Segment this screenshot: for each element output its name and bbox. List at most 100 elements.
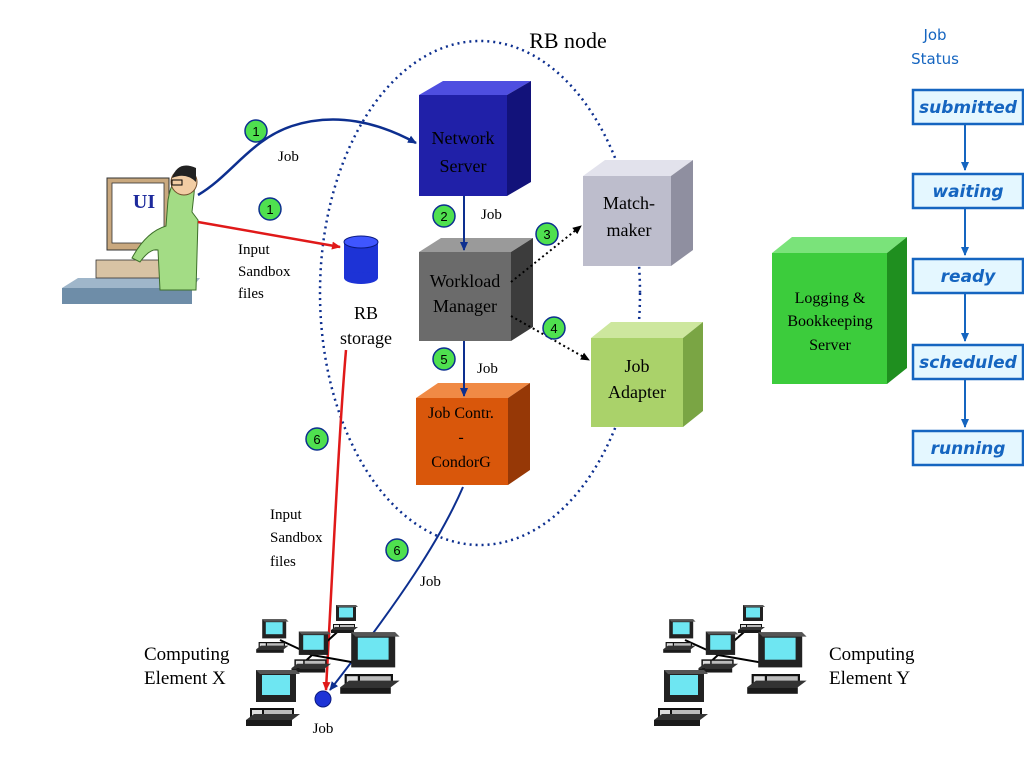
status-ready: ready: [941, 267, 997, 287]
job-controller-label-line3: CondorG: [431, 454, 491, 471]
job-adapter-label-line1: Job: [624, 356, 649, 376]
matchmaker-front: [583, 176, 671, 266]
step-5-number: 5: [440, 352, 447, 367]
computer-icon: [698, 631, 739, 673]
status-box-scheduled: [911, 343, 1024, 381]
job-controller-label-line2: -: [458, 429, 463, 446]
rb-storage-label-line2: storage: [340, 328, 392, 348]
step-1-submit-number: 1: [252, 124, 259, 139]
desk: [62, 288, 192, 304]
step-2-number: 2: [440, 209, 447, 224]
workload-manager-box: Workload Manager: [419, 238, 533, 341]
computer-icon: [738, 605, 765, 633]
status-box-waiting: [911, 172, 1024, 210]
step-1-sandbox: 1: [258, 197, 282, 221]
rb-storage: RB storage: [340, 235, 392, 348]
rb-node-boundary: [318, 39, 642, 547]
label-input-sandbox-bottom-line2: Sandbox: [270, 530, 323, 546]
workload-manager-label-line1: Workload: [430, 271, 501, 291]
step-6-sandbox-number: 6: [313, 432, 320, 447]
label-job-dot: Job: [313, 721, 334, 737]
step-6-job: 6: [385, 538, 409, 562]
status-box-running: [911, 429, 1024, 467]
computer-icon: [331, 605, 358, 633]
arrow-rb-storage-to-computing-element: [322, 349, 348, 691]
rb-storage-cylinder-top: [343, 235, 379, 249]
step-1-sandbox-number: 1: [266, 202, 273, 217]
workload-manager-top: [419, 238, 533, 252]
computing-element-y: Computing Element Y: [654, 605, 915, 726]
rb-storage-label-line1: RB: [354, 303, 378, 323]
logging-server-top: [772, 237, 907, 253]
job-adapter-side: [683, 322, 703, 427]
logging-server-label-line3: Server: [809, 337, 851, 354]
computer-icon: [256, 619, 289, 653]
ui-label: UI: [133, 191, 155, 213]
workload-manager-label-line2: Manager: [433, 296, 497, 316]
workload-manager-side: [511, 238, 533, 341]
job-adapter-box: Job Adapter: [591, 322, 703, 427]
computer-icon: [654, 670, 708, 726]
status-submitted: submitted: [919, 98, 1018, 118]
status-scheduled: scheduled: [919, 353, 1017, 373]
step-3-number: 3: [543, 227, 550, 242]
job-controller-side: [508, 383, 530, 485]
ui-workstation: UI: [62, 165, 200, 304]
logging-server-label-line1: Logging &: [795, 290, 866, 307]
matchmaker-box: Match- maker: [583, 160, 693, 266]
computer-icon: [291, 631, 332, 673]
person-hair-icon: [172, 165, 196, 182]
person-glasses-icon: [171, 179, 183, 186]
label-input-sandbox-bottom-line1: Input: [270, 507, 302, 523]
computing-element-y-label-line1: Computing: [829, 644, 915, 665]
label-input-sandbox-bottom-line3: files: [270, 554, 296, 570]
job-controller-box: Job Contr. - CondorG: [416, 383, 530, 485]
arrow-ui-to-rb-storage: [197, 220, 341, 250]
step-4: 4: [542, 316, 566, 340]
label-job-wm-to-jc: Job: [477, 361, 498, 377]
job-adapter-label-line2: Adapter: [608, 382, 666, 402]
network-server-label-line2: Server: [440, 156, 487, 176]
computing-element-x-label-line2: Element X: [144, 668, 226, 689]
network-server-label-line1: Network: [432, 128, 495, 148]
job-adapter-top: [591, 322, 703, 338]
workload-manager-front: [419, 252, 511, 341]
computer-icon: [340, 632, 400, 694]
label-input-sandbox-top-line1: Input: [238, 242, 270, 258]
job-controller-label-line1: Job Contr.: [428, 405, 494, 422]
logging-server-front: [772, 253, 887, 384]
matchmaker-side: [671, 160, 693, 266]
computer-icon: [747, 632, 807, 694]
matchmaker-label-line1: Match-: [603, 193, 655, 213]
job-status-panel: Job Status submitted waiting ready sched…: [911, 26, 1024, 467]
label-job-ns-to-wm: Job: [481, 207, 502, 223]
network-server-top: [419, 81, 531, 95]
computer-icon: [246, 670, 300, 726]
step-1-submit: 1: [244, 119, 268, 143]
network-server-side: [507, 81, 531, 196]
rb-node-title: RB node: [529, 28, 607, 53]
logging-server-label-line2: Bookkeeping: [787, 313, 872, 330]
step-5: 5: [432, 347, 456, 371]
computing-element-x: Job Computing Element X: [144, 605, 400, 737]
step-3: 3: [535, 222, 559, 246]
logging-server-side: [887, 237, 907, 384]
label-job-ui-to-ns: Job: [278, 149, 299, 165]
logging-bookkeeping-server-box: Logging & Bookkeeping Server: [772, 237, 907, 384]
step-4-number: 4: [550, 321, 557, 336]
label-job-jc-to-ce: Job: [420, 574, 441, 590]
computer-icon: [663, 619, 696, 653]
arrow-job-controller-to-computing-element: [329, 486, 464, 691]
status-waiting: waiting: [932, 182, 1003, 202]
step-6-sandbox: 6: [305, 427, 329, 451]
step-2: 2: [432, 204, 456, 228]
computing-element-x-label-line1: Computing: [144, 644, 230, 665]
job-adapter-front: [591, 338, 683, 427]
rb-storage-cylinder-bottom: [344, 272, 378, 284]
job-status-title-line1: Job: [922, 26, 946, 44]
label-input-sandbox-top-line2: Sandbox: [238, 264, 291, 280]
job-controller-top: [416, 383, 530, 398]
job-dot-icon: [314, 690, 332, 708]
status-box-submitted: [911, 88, 1024, 126]
matchmaker-label-line2: maker: [607, 220, 652, 240]
